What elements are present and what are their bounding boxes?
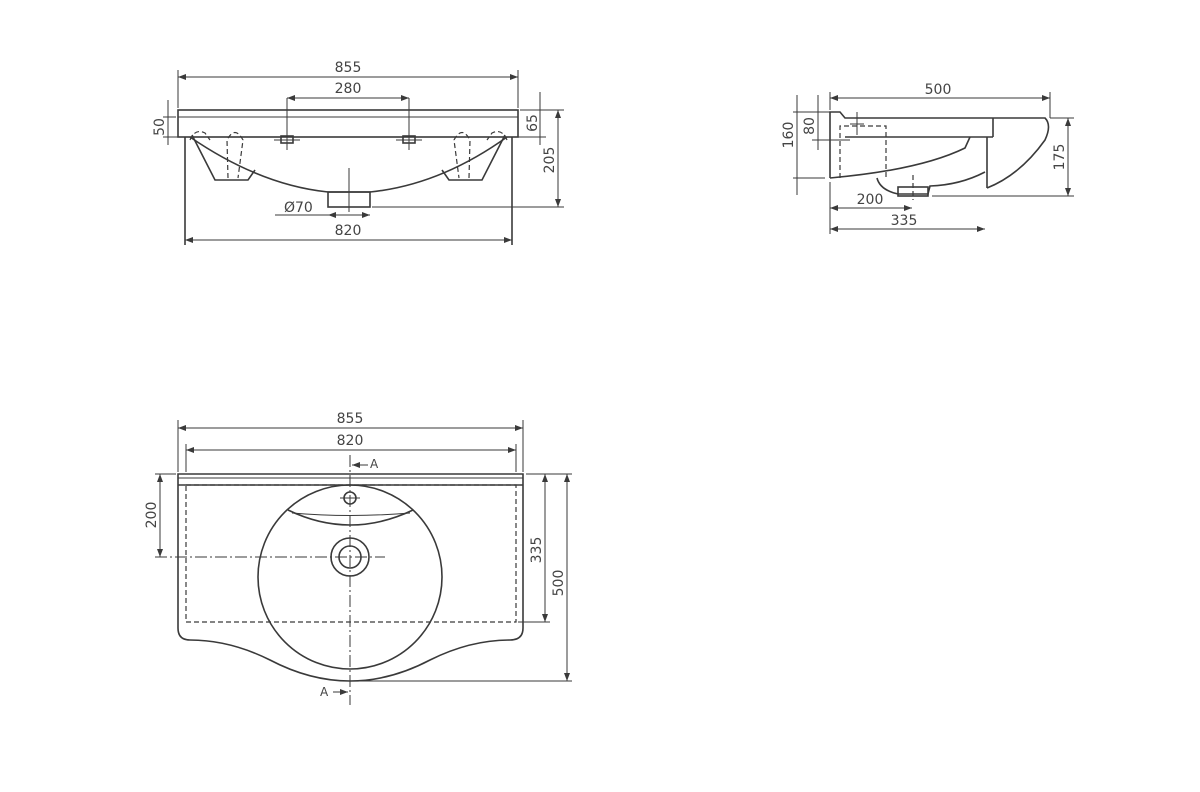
dim-slab-height: 50 [152, 118, 168, 136]
dim-rim-height: 65 [525, 114, 541, 132]
dim-drain-diameter: Ø70 [284, 200, 313, 216]
dim-total-height: 205 [542, 147, 558, 174]
front-view: 855 280 50 65 205 Ø70 820 [152, 60, 564, 245]
dim-depth: 500 [925, 82, 952, 98]
dim-side-slab-height: 80 [802, 117, 818, 135]
left-bracket [191, 134, 256, 181]
right-bracket [441, 134, 506, 181]
plan-view: 855 820 200 335 500 A A [144, 411, 572, 705]
dim-front-height: 175 [1052, 144, 1068, 171]
dim-tap-spacing: 280 [335, 81, 362, 97]
section-marker-bottom: A [320, 685, 329, 699]
dim-drain-offset: 200 [857, 192, 884, 208]
dim-plan-body-width: 820 [337, 433, 364, 449]
section-marker-top: A [370, 457, 379, 471]
dim-cabinet-depth: 335 [891, 213, 918, 229]
dim-back-height: 160 [781, 122, 797, 149]
dim-plan-depth: 500 [551, 570, 567, 597]
front-slab [177, 109, 519, 138]
side-profile [829, 111, 1050, 189]
side-view: 500 160 80 175 200 335 [781, 82, 1074, 234]
cabinet-outline [185, 484, 517, 623]
dim-overall-width: 855 [335, 60, 362, 76]
dim-plan-drain-offset: 200 [144, 502, 160, 529]
dim-body-width: 820 [335, 223, 362, 239]
dim-plan-overall-width: 855 [337, 411, 364, 427]
tap-hole-left [274, 98, 300, 150]
dim-plan-cabinet-depth: 335 [529, 537, 545, 564]
tap-hole-right [396, 98, 422, 150]
